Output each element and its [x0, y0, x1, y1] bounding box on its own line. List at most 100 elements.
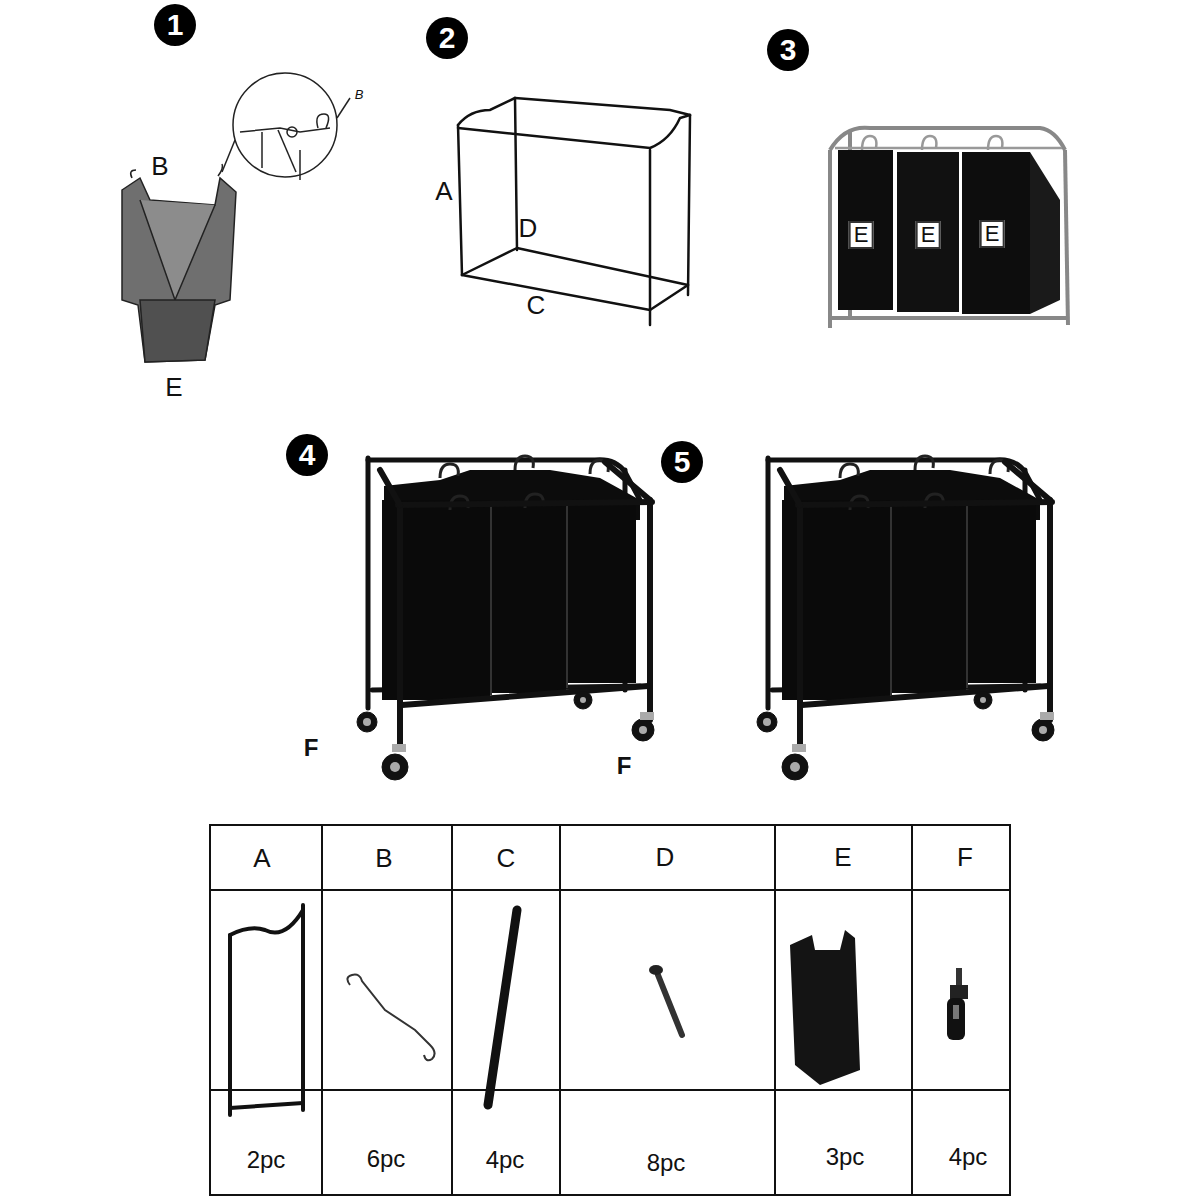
step3-cart	[1065, 150, 1068, 325]
callout-circle: 4	[286, 434, 328, 476]
step3-cart	[830, 128, 1068, 328]
step3-cart	[838, 150, 893, 310]
part-c-rod	[488, 910, 517, 1105]
parts-table	[559, 825, 561, 1195]
step1-bag	[122, 164, 236, 362]
magnifier	[337, 98, 350, 118]
magnifier	[222, 73, 350, 180]
part-f-caster	[956, 968, 962, 986]
part-count: 3pc	[826, 1145, 865, 1169]
step2-frame	[462, 248, 517, 275]
parts-table	[774, 825, 776, 1195]
part-label: B	[355, 88, 364, 101]
parts-table	[210, 825, 1010, 1195]
step2-frame	[458, 98, 515, 125]
table-header: D	[656, 844, 675, 870]
step3-cart	[830, 128, 1068, 328]
part-label: B	[151, 153, 168, 179]
part-label: C	[527, 292, 546, 318]
magnifier	[261, 132, 263, 168]
part-label: A	[435, 178, 452, 204]
part-e-bag	[790, 930, 860, 1085]
step3-cart	[897, 152, 959, 312]
magnifier	[317, 114, 329, 128]
table-header: E	[834, 844, 851, 870]
magnifier	[278, 130, 296, 172]
part-count: 4pc	[486, 1148, 525, 1172]
step2-frame	[458, 125, 462, 275]
parts-table	[210, 825, 1010, 1195]
part-a-frame	[230, 905, 303, 1115]
callout-number: 1	[167, 10, 184, 40]
part-label: E	[980, 220, 1005, 248]
step2-frame	[688, 115, 690, 295]
callout-circle: 2	[426, 17, 468, 59]
callout-number: 3	[780, 35, 797, 65]
part-count: 8pc	[647, 1151, 686, 1175]
part-a-frame	[230, 1103, 303, 1108]
part-f-caster	[950, 985, 968, 999]
step2-frame	[515, 98, 517, 250]
step3-cart	[962, 152, 1030, 314]
callout-circle: 1	[154, 4, 196, 46]
callout-number: 4	[299, 440, 316, 470]
parts-table	[911, 825, 913, 1195]
callout-circle: 3	[767, 29, 809, 71]
part-label: D	[519, 215, 538, 241]
part-a-frame	[228, 935, 232, 1115]
part-label: F	[617, 754, 632, 778]
step1-bag	[140, 200, 215, 300]
callout-circle: 5	[661, 441, 703, 483]
part-label: E	[916, 221, 941, 249]
table-header: F	[957, 844, 973, 870]
magnifier	[233, 73, 337, 177]
magnifier	[299, 150, 301, 180]
part-f-caster	[947, 998, 965, 1040]
parts-table	[451, 825, 453, 1195]
step3-cart	[1030, 152, 1060, 314]
parts-table	[321, 825, 323, 1195]
step1-bag	[140, 300, 215, 362]
part-d-bolt	[649, 965, 682, 1035]
step2-frame	[649, 150, 652, 325]
step1-bag	[218, 164, 223, 176]
step3-cart	[835, 136, 1062, 150]
step3-cart	[828, 150, 832, 328]
magnifier	[240, 128, 330, 132]
part-label: E	[165, 374, 182, 400]
part-a-frame	[301, 905, 305, 1110]
step1-bag	[131, 170, 136, 178]
step2-frame	[515, 98, 690, 115]
step2-frame	[650, 285, 688, 310]
step2-frame	[458, 115, 690, 148]
part-f-caster	[953, 1005, 959, 1019]
magnifier	[287, 127, 297, 137]
part-count: 2pc	[247, 1148, 286, 1172]
parts-table	[210, 1089, 1010, 1091]
magnifier	[222, 140, 235, 172]
step3-cart	[835, 147, 1062, 150]
part-d-bolt	[649, 965, 663, 975]
table-header: A	[253, 845, 270, 871]
step3-cart	[830, 128, 1065, 150]
part-d-bolt	[658, 975, 682, 1035]
part-label: F	[304, 736, 319, 760]
step2-frame	[517, 248, 688, 285]
part-count: 4pc	[949, 1145, 988, 1169]
step2-frame	[458, 98, 690, 325]
part-label: E	[849, 221, 874, 249]
callout-number: 2	[439, 23, 456, 53]
part-b-hook	[347, 975, 434, 1061]
callout-number: 5	[674, 447, 691, 477]
part-a-frame	[230, 910, 303, 935]
table-header: B	[375, 845, 392, 871]
part-count: 6pc	[367, 1147, 406, 1171]
parts-table	[210, 889, 1010, 891]
step1-bag	[122, 178, 236, 362]
step3-cart	[830, 316, 1068, 320]
step2-frame	[462, 275, 650, 310]
step5-cart	[757, 456, 1054, 780]
step4-cart	[357, 456, 654, 780]
